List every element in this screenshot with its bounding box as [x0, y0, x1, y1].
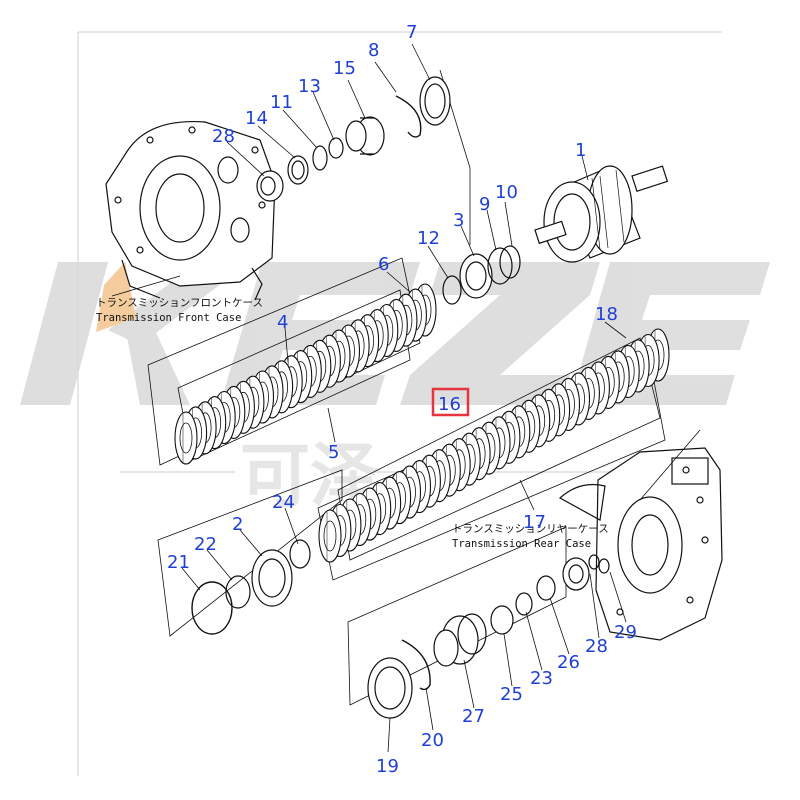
leader-lines — [181, 43, 627, 753]
callout-22[interactable]: 22 — [194, 534, 217, 555]
callout-8[interactable]: 8 — [368, 40, 379, 61]
callout-9[interactable]: 9 — [479, 194, 490, 215]
highlight-box — [431, 387, 470, 417]
callout-25[interactable]: 25 — [500, 684, 523, 705]
front-case-caption-en: Transmission Front Case — [96, 312, 241, 324]
callout-24[interactable]: 24 — [272, 492, 295, 513]
callout-29[interactable]: 29 — [614, 622, 637, 643]
middle-rings — [442, 245, 521, 305]
callout-11[interactable]: 11 — [270, 92, 293, 113]
rear-case-caption: トランスミッションリヤーケース Transmission Rear Case — [452, 523, 609, 550]
callout-14[interactable]: 14 — [245, 108, 268, 129]
callout-15[interactable]: 15 — [333, 58, 356, 79]
callout-21[interactable]: 21 — [167, 552, 190, 573]
callout-1[interactable]: 1 — [575, 140, 586, 161]
callout-28-lower[interactable]: 28 — [585, 636, 608, 657]
callout-13[interactable]: 13 — [298, 76, 321, 97]
callout-5[interactable]: 5 — [328, 442, 339, 463]
front-case-caption-jp: トランスミッションフロントケース — [96, 297, 263, 309]
front-case-caption: トランスミッションフロントケース Transmission Front Case — [96, 297, 263, 324]
rear-case-caption-en: Transmission Rear Case — [452, 538, 591, 550]
lower-shaft-parts — [367, 554, 610, 719]
upper-shaft-parts — [256, 76, 451, 202]
callout-23[interactable]: 23 — [530, 668, 553, 689]
callout-7[interactable]: 7 — [406, 22, 417, 43]
callout-6[interactable]: 6 — [378, 254, 389, 275]
transmission-front-case — [105, 120, 276, 301]
callout-3[interactable]: 3 — [453, 210, 464, 231]
callout-18[interactable]: 18 — [595, 304, 618, 325]
upper-clutch-plate — [174, 411, 198, 465]
callout-17[interactable]: 17 — [523, 512, 546, 533]
callout-20[interactable]: 20 — [421, 730, 444, 751]
callout-19[interactable]: 19 — [376, 756, 399, 777]
callout-2[interactable]: 2 — [232, 514, 243, 535]
callout-26[interactable]: 26 — [557, 652, 580, 673]
callout-10[interactable]: 10 — [495, 182, 518, 203]
rear-case-caption-jp: トランスミッションリヤーケース — [452, 523, 609, 535]
callout-labels: 7 8 15 13 11 14 28 1 10 9 3 12 6 4 18 16… — [167, 22, 637, 777]
callout-28-upper[interactable]: 28 — [212, 126, 235, 147]
callout-4[interactable]: 4 — [277, 312, 288, 333]
lower-clutch-plate — [318, 509, 342, 563]
callout-12[interactable]: 12 — [417, 228, 440, 249]
callout-27[interactable]: 27 — [462, 706, 485, 727]
lower-left-parts — [191, 539, 311, 635]
callout-16[interactable]: 16 — [438, 394, 461, 415]
transmission-rear-case — [558, 447, 723, 641]
clutch-drum-assembly — [534, 165, 669, 263]
